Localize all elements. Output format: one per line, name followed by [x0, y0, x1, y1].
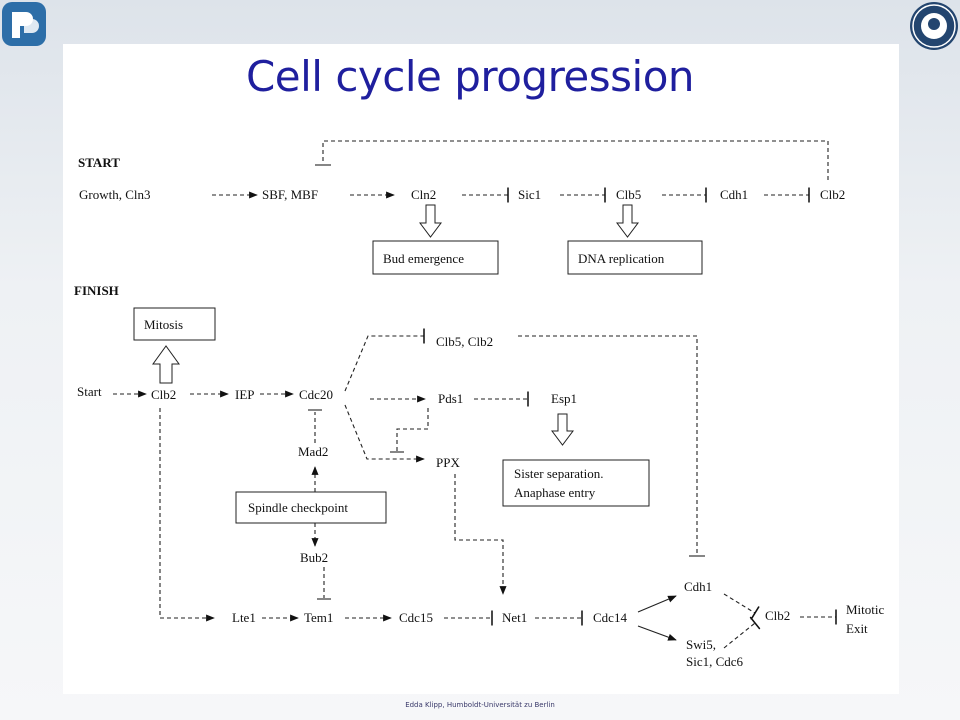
node-mad2: Mad2: [298, 444, 328, 459]
node-sbf-mbf: SBF, MBF: [262, 187, 318, 202]
bud-emergence-label: Bud emergence: [383, 251, 464, 266]
anaphase-entry-label: Anaphase entry: [514, 485, 596, 500]
node-tem1: Tem1: [304, 610, 333, 625]
cln2-to-bud-arrow: [419, 204, 442, 238]
mitotic-label: Mitotic: [846, 602, 885, 617]
start-heading: START: [78, 155, 120, 170]
node-cdc15: Cdc15: [399, 610, 433, 625]
edge-cdc20-clb5clb2: [344, 328, 425, 392]
box-spindle-checkpoint: [235, 491, 387, 524]
edge-ppx-net1: [454, 474, 507, 595]
box-mitosis: [133, 307, 216, 341]
node-net1: Net1: [502, 610, 527, 625]
edge-cdc20-ppx: [344, 404, 425, 463]
box-sister-separation: [502, 459, 650, 507]
edge-cdc14-cdh1: [637, 595, 677, 613]
mitosis-label: Mitosis: [144, 317, 183, 332]
clb2-to-mitosis-arrow: [152, 345, 180, 384]
node-bub2: Bub2: [300, 550, 328, 565]
node-iep: IEP: [235, 387, 255, 402]
node-lte1: Lte1: [232, 610, 256, 625]
node-cdc20: Cdc20: [299, 387, 333, 402]
node-start: Start: [77, 384, 102, 399]
edge-clb5clb2-cdh1: [518, 335, 698, 555]
node-clb2-exit: Clb2: [765, 608, 790, 623]
edge-ppx-pds1: [396, 408, 429, 452]
node-esp1: Esp1: [551, 391, 577, 406]
institute-logo: [2, 2, 46, 46]
edge-clb2-lte1: [159, 408, 215, 622]
node-sic1: Sic1: [518, 187, 541, 202]
finish-heading: FINISH: [74, 283, 119, 298]
slide-panel: [63, 44, 899, 694]
node-cdh1: Cdh1: [720, 187, 748, 202]
node-cln2: Cln2: [411, 187, 436, 202]
dna-replication-label: DNA replication: [578, 251, 665, 266]
slide-title: Cell cycle progression: [245, 52, 695, 101]
node-clb5: Clb5: [616, 187, 641, 202]
edge-cdc14-swi5: [637, 625, 677, 641]
edge-swi5-clb2: [723, 616, 761, 649]
node-cdc14: Cdc14: [593, 610, 627, 625]
edge-cdh1-clb2: [723, 593, 760, 620]
box-bud-emergence: [372, 240, 499, 275]
footer-credit: Edda Klipp, Humboldt-Universität zu Berl…: [405, 701, 555, 709]
exit-label: Exit: [846, 621, 868, 636]
node-ppx: PPX: [436, 455, 460, 470]
spindle-checkpoint-label: Spindle checkpoint: [248, 500, 348, 515]
node-clb5-clb2: Clb5, Clb2: [436, 334, 493, 349]
node-growth-cln3: Growth, Cln3: [79, 187, 151, 202]
esp1-to-separation-arrow: [551, 413, 574, 446]
clb5-to-dna-arrow: [616, 204, 639, 238]
sister-separation-label: Sister separation.: [514, 466, 604, 481]
node-sic1-cdc6: Sic1, Cdc6: [686, 654, 744, 669]
node-clb2-finish: Clb2: [151, 387, 176, 402]
node-clb2: Clb2: [820, 187, 845, 202]
edge-clb2-feedback-sbf: [322, 140, 829, 180]
box-dna-replication: [567, 240, 703, 275]
node-pds1: Pds1: [438, 391, 463, 406]
node-cdh1-finish: Cdh1: [684, 579, 712, 594]
node-swi5: Swi5,: [686, 637, 716, 652]
university-seal: [910, 2, 958, 50]
